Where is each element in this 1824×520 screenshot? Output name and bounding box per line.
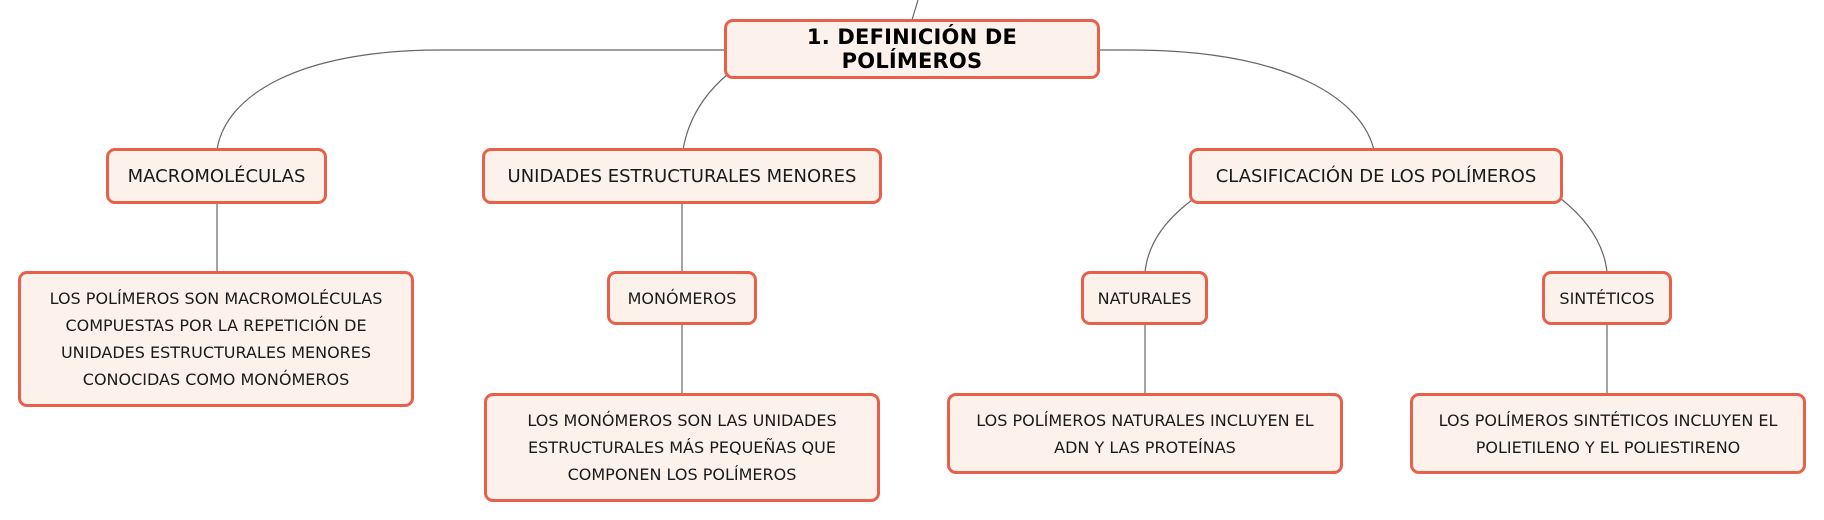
sinteticos-detail-node[interactable]: LOS POLÍMEROS SINTÉTICOS INCLUYEN EL POL… bbox=[1410, 393, 1806, 474]
connector-parent-to-root bbox=[911, 0, 919, 21]
monomeros-detail-text: LOS MONÓMEROS SON LAS UNIDADES ESTRUCTUR… bbox=[527, 411, 837, 484]
naturales-label: NATURALES bbox=[1097, 288, 1192, 308]
sinteticos-label: SINTÉTICOS bbox=[1559, 288, 1655, 308]
connector-clasificacion-to-naturales bbox=[1144, 199, 1193, 273]
connector-root-to-unidades bbox=[682, 73, 729, 151]
macromoleculas-label: MACROMOLÉCULAS bbox=[127, 165, 306, 187]
macromoleculas-detail-text: LOS POLÍMEROS SON MACROMOLÉCULAS COMPUES… bbox=[49, 289, 383, 389]
root-topic-label: 1. DEFINICIÓN DE POLÍMEROS bbox=[806, 25, 1018, 73]
monomeros-detail-node[interactable]: LOS MONÓMEROS SON LAS UNIDADES ESTRUCTUR… bbox=[484, 393, 880, 502]
clasificacion-label: CLASIFICACIÓN DE LOS POLÍMEROS bbox=[1215, 165, 1537, 187]
sinteticos-node[interactable]: SINTÉTICOS bbox=[1542, 271, 1672, 325]
unidades-estructurales-label: UNIDADES ESTRUCTURALES MENORES bbox=[507, 165, 857, 187]
monomeros-node[interactable]: MONÓMEROS bbox=[607, 271, 757, 325]
macromoleculas-node[interactable]: MACROMOLÉCULAS bbox=[106, 148, 327, 204]
clasificacion-node[interactable]: CLASIFICACIÓN DE LOS POLÍMEROS bbox=[1189, 148, 1563, 204]
unidades-estructurales-node[interactable]: UNIDADES ESTRUCTURALES MENORES bbox=[482, 148, 882, 204]
connector-root-to-clasificacion bbox=[1098, 49, 1375, 151]
macromoleculas-detail-node[interactable]: LOS POLÍMEROS SON MACROMOLÉCULAS COMPUES… bbox=[18, 271, 414, 407]
naturales-detail-node[interactable]: LOS POLÍMEROS NATURALES INCLUYEN EL ADN … bbox=[947, 393, 1343, 474]
root-topic-node[interactable]: 1. DEFINICIÓN DE POLÍMEROS bbox=[724, 19, 1100, 79]
naturales-node[interactable]: NATURALES bbox=[1081, 271, 1208, 325]
monomeros-label: MONÓMEROS bbox=[627, 288, 737, 308]
connector-clasificacion-to-sinteticos bbox=[1559, 197, 1608, 273]
sinteticos-detail-text: LOS POLÍMEROS SINTÉTICOS INCLUYEN EL POL… bbox=[1438, 410, 1778, 457]
naturales-detail-text: LOS POLÍMEROS NATURALES INCLUYEN EL ADN … bbox=[976, 410, 1314, 457]
connector-root-to-macromoleculas bbox=[216, 49, 726, 151]
